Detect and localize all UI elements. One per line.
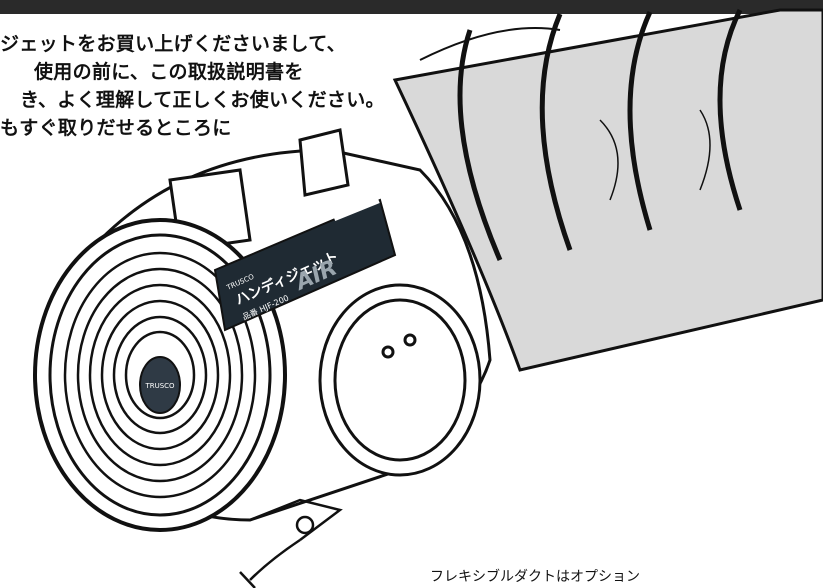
stand-and-cord <box>239 498 343 588</box>
fan-center-badge: TRUSCO <box>139 356 181 414</box>
top-header-bar <box>0 0 823 14</box>
intro-line-3: き、よく理解して正しくお使いください。 <box>20 89 385 111</box>
intro-text: ジェットをお買い上げくださいまして、 使用の前に、この取扱説明書を き、よく理解… <box>0 30 440 142</box>
svg-text:TRUSCO: TRUSCO <box>144 382 175 390</box>
intro-line-2: 使用の前に、この取扱説明書を <box>34 61 304 83</box>
product-label: TRUSCO ハンディジェット 品番 HJF-200 AIR <box>213 190 397 332</box>
flexible-duct <box>392 8 823 372</box>
intro-line-1: ジェットをお買い上げくださいまして、 <box>0 33 346 55</box>
duct-option-caption: フレキシブルダクトはオプション <box>430 569 640 585</box>
intro-line-4: もすぐ取りだせるところに <box>0 117 232 139</box>
